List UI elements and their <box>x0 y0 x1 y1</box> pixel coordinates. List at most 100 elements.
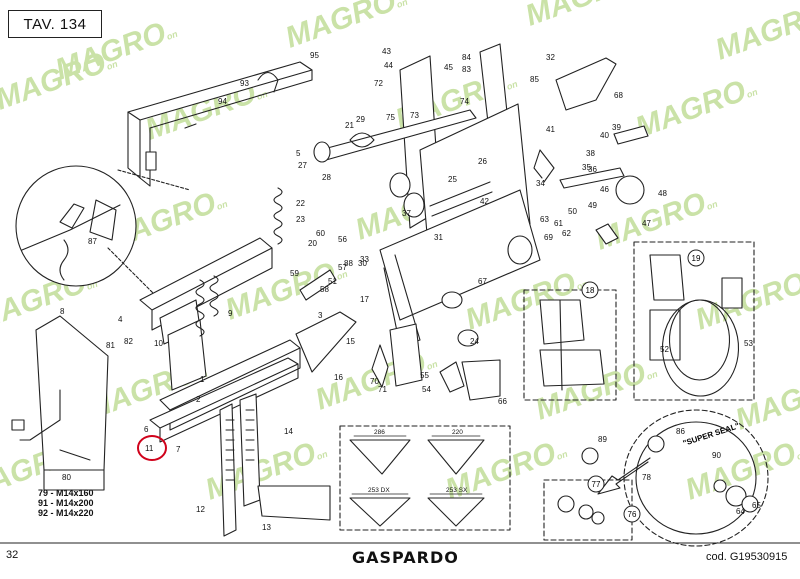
table-number-box: TAV. 134 <box>8 10 102 38</box>
part-number-label: 85 <box>530 75 539 84</box>
part-number-label: 46 <box>600 185 609 194</box>
callout-label: 76 <box>628 510 637 519</box>
part-number-label: 59 <box>290 269 299 278</box>
part-number-label: 90 <box>712 451 721 460</box>
part-number-label: 55 <box>420 371 429 380</box>
part-number-label: 44 <box>384 61 393 70</box>
callout-circle <box>687 249 705 267</box>
callout-circle <box>581 281 599 299</box>
brand-logo-text: GASPARDO <box>352 548 459 567</box>
bolt-row: 92 - M14x220 <box>38 508 94 518</box>
watermark-suffix: on <box>315 449 329 462</box>
part-number-label: 54 <box>422 385 431 394</box>
table-number-label: TAV. 134 <box>23 15 87 33</box>
part-number-label: 86 <box>676 427 685 436</box>
highlighted-part-label: 11 <box>145 444 154 453</box>
dim-label: 253 SX <box>446 487 468 494</box>
part-number-label: 15 <box>346 337 355 346</box>
part-number-label: 78 <box>642 473 651 482</box>
callout-circle <box>623 505 641 523</box>
part-number-label: 17 <box>360 295 369 304</box>
part-number-label: 60 <box>316 229 325 238</box>
callout-label: 77 <box>592 480 601 489</box>
part-number-label: 36 <box>588 165 597 174</box>
part-number-label: 25 <box>448 175 457 184</box>
part-number-label: 47 <box>642 219 651 228</box>
part-number-label: 63 <box>540 215 549 224</box>
watermark-text: MAGRO <box>521 0 640 33</box>
part-number-label: 73 <box>410 111 419 120</box>
callout-label: 19 <box>692 254 701 263</box>
watermark-suffix: on <box>165 29 179 42</box>
part-number-label: 23 <box>296 215 305 224</box>
part-number-label: 30 <box>358 259 367 268</box>
part-number-label: 33 <box>360 255 369 264</box>
part-number-label: 10 <box>154 339 163 348</box>
part-number-label: 83 <box>462 65 471 74</box>
part-number-label: 43 <box>382 47 391 56</box>
part-number-label: 13 <box>262 523 271 532</box>
part-number-label: 87 <box>88 237 97 246</box>
part-number-label: 57 <box>338 263 347 272</box>
watermark-suffix: on <box>505 79 519 92</box>
part-number-label: 4 <box>118 315 123 324</box>
page-number: 32 <box>6 549 19 561</box>
part-number-label: 61 <box>554 219 563 228</box>
part-number-label: 67 <box>478 277 487 286</box>
part-number-label: 39 <box>612 123 621 132</box>
dim-label: 253 DX <box>368 487 390 494</box>
part-number-label: 24 <box>470 337 479 346</box>
part-number-label: 84 <box>462 53 471 62</box>
part-number-label: 53 <box>744 339 753 348</box>
part-number-label: 56 <box>338 235 347 244</box>
part-number-label: 68 <box>614 91 623 100</box>
part-number-label: 75 <box>386 113 395 122</box>
part-number-label: 8 <box>60 307 65 316</box>
watermark-suffix: on <box>425 359 439 372</box>
part-number-label: 88 <box>344 259 353 268</box>
part-number-label: 21 <box>345 121 354 130</box>
part-number-label: 14 <box>284 427 293 436</box>
watermark-suffix: on <box>335 269 349 282</box>
wheel-brand-text: "SUPER SEAL" <box>682 421 741 448</box>
watermark-suffix: on <box>215 199 229 212</box>
bolt-size-table: 79 - M14x160 91 - M14x200 92 - M14x220 <box>38 488 94 518</box>
part-number-label: 42 <box>480 197 489 206</box>
part-number-label: 72 <box>374 79 383 88</box>
part-number-label: 34 <box>536 179 545 188</box>
part-number-label: 64 <box>736 507 745 516</box>
part-number-label: 48 <box>658 189 667 198</box>
part-number-label: 49 <box>588 201 597 210</box>
callout-circle <box>587 475 605 493</box>
dim-label: 286 <box>374 429 385 436</box>
part-number-label: 7 <box>176 445 181 454</box>
watermark-text: MAGRO <box>731 366 800 436</box>
part-number-label: 50 <box>568 207 577 216</box>
part-number-label: 3 <box>318 311 323 320</box>
part-number-label: 6 <box>144 425 149 434</box>
watermark-suffix: on <box>105 59 119 72</box>
part-number-label: 69 <box>544 233 553 242</box>
part-number-label: 37 <box>402 209 411 218</box>
line-art <box>11 43 769 547</box>
part-number-label: 32 <box>546 53 555 62</box>
watermark-suffix: on <box>645 369 659 382</box>
part-number-label: 29 <box>356 115 365 124</box>
part-number-label: 31 <box>434 233 443 242</box>
part-number-label: 35 <box>582 163 591 172</box>
watermark-text: MAGRO <box>711 0 800 67</box>
part-number-label: 26 <box>478 157 487 166</box>
watermark-suffix: on <box>705 199 719 212</box>
part-number-label: 40 <box>600 131 609 140</box>
dim-label: 220 <box>452 429 463 436</box>
part-number-label: 95 <box>310 51 319 60</box>
bolt-row: 79 - M14x160 <box>38 488 94 498</box>
part-number-label: 66 <box>498 397 507 406</box>
part-number-label: 45 <box>444 63 453 72</box>
part-number-label: 94 <box>218 97 227 106</box>
part-number-label: 2 <box>196 395 201 404</box>
